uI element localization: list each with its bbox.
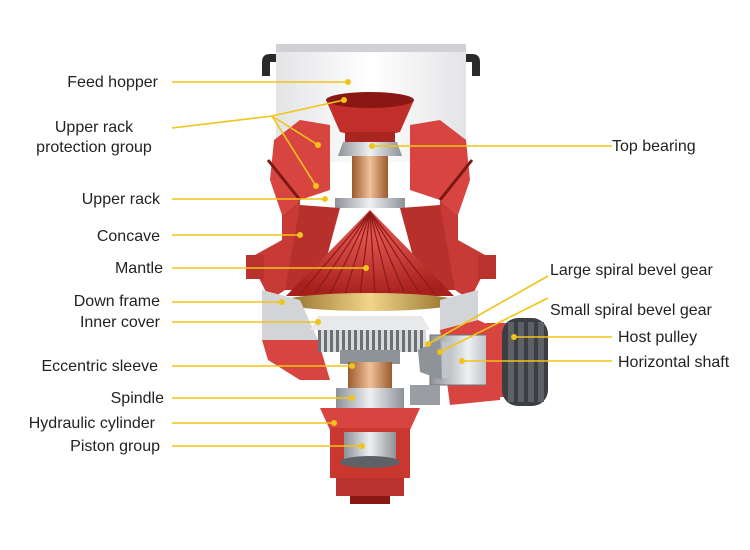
label-host-pulley: Host pulley — [618, 329, 697, 346]
label-eccentric-sleeve: Eccentric sleeve — [42, 358, 159, 375]
top-bearing-shape — [335, 142, 405, 208]
label-top-bearing: Top bearing — [612, 138, 696, 155]
label-upper-rack-protection-line1: Upper rack — [55, 119, 134, 136]
leader-lines — [171, 79, 612, 449]
label-spindle: Spindle — [111, 390, 164, 407]
label-large-spiral-bevel-gear: Large spiral bevel gear — [550, 262, 713, 279]
label-upper-rack: Upper rack — [82, 191, 161, 208]
label-concave: Concave — [97, 228, 160, 245]
label-down-frame: Down frame — [74, 293, 160, 310]
label-small-spiral-bevel-gear: Small spiral bevel gear — [550, 302, 713, 319]
label-inner-cover: Inner cover — [80, 314, 161, 331]
left-labels: Feed hopper Upper rack protection group … — [29, 74, 164, 455]
crusher-illustration — [246, 44, 548, 504]
label-mantle: Mantle — [115, 260, 163, 277]
host-pulley-shape — [502, 318, 548, 406]
right-labels: Top bearing Large spiral bevel gear Smal… — [550, 138, 730, 371]
feed-cone-shape — [326, 92, 414, 142]
label-upper-rack-protection-line2: protection group — [36, 139, 152, 156]
crushing-chamber-shape — [282, 205, 458, 311]
drive-assembly-shape — [310, 316, 430, 408]
label-hydraulic-cylinder: Hydraulic cylinder — [29, 415, 156, 432]
hydraulic-assembly-shape — [320, 408, 420, 504]
label-piston-group: Piston group — [70, 438, 160, 455]
label-feed-hopper: Feed hopper — [67, 74, 158, 91]
label-horizontal-shaft: Horizontal shaft — [618, 354, 730, 371]
